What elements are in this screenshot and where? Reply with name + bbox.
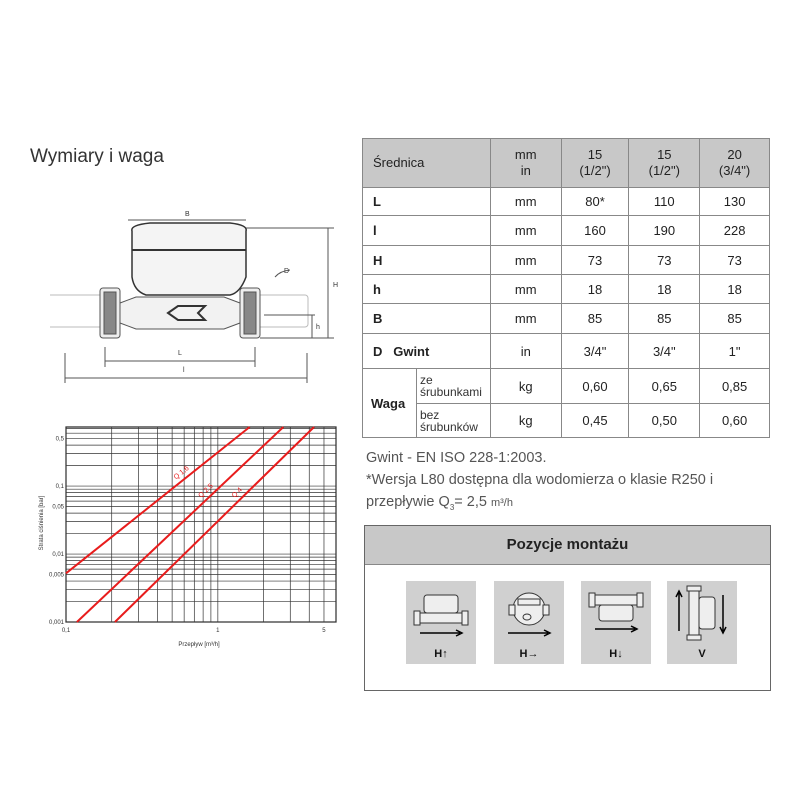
- l80-version-note: *Wersja L80 dostępna dla wodomierza o kl…: [366, 472, 714, 488]
- table-cell: 18: [560, 274, 630, 304]
- table-cell: 3/4": [628, 333, 701, 369]
- svg-text:l: l: [183, 367, 185, 374]
- series-line: [65, 426, 251, 575]
- table-cell: 0,85: [699, 368, 770, 404]
- position-label: H↓: [609, 648, 623, 660]
- table-cell: 85: [560, 303, 630, 334]
- meter-horizontal-up-icon: [413, 594, 469, 637]
- mounting-position-h-up: H↑: [406, 581, 476, 664]
- table-cell: kg: [489, 368, 562, 404]
- table-cell: 3/4": [560, 333, 630, 369]
- row-label: l: [362, 215, 491, 246]
- y-tick-label: 0,05: [52, 505, 64, 511]
- table-cell: 0,60: [699, 403, 770, 438]
- series-line: [114, 426, 315, 623]
- dimension-drawing: B H h D L l: [50, 211, 338, 383]
- header-col-2: 15(1/2"): [628, 138, 701, 188]
- svg-text:h: h: [316, 324, 320, 331]
- mounting-positions-panel: Pozycje montażu H↑ H→ H↓ V: [364, 525, 771, 691]
- y-tick-label: 0,1: [56, 484, 65, 490]
- row-unit: mm: [489, 245, 562, 275]
- table-cell: 110: [628, 187, 701, 216]
- meter-vertical-icon: [675, 585, 727, 641]
- table-cell: 18: [699, 274, 770, 304]
- svg-text:D: D: [284, 268, 289, 275]
- table-cell: 190: [628, 215, 701, 246]
- table-cell: 130: [699, 187, 770, 216]
- chart-ticks: 0,1 1 5 0,5 0,1 0,05 0,01 0,005 0,001: [49, 437, 326, 634]
- table-cell: 1": [699, 333, 770, 369]
- table-cell: 73: [699, 245, 770, 275]
- y-tick-label: 0,001: [49, 620, 65, 626]
- x-tick-label: 1: [216, 628, 220, 634]
- table-cell: 85: [699, 303, 770, 334]
- header-col-3: 20(3/4"): [699, 138, 770, 188]
- table-cell: 0,65: [628, 368, 701, 404]
- row-label: D Gwint: [362, 333, 491, 369]
- mounting-position-h-down: H↓: [581, 581, 651, 664]
- table-cell: kg: [489, 403, 562, 438]
- table-cell: 80*: [560, 187, 630, 216]
- row-label: H: [362, 245, 491, 275]
- y-tick-label: 0,5: [56, 437, 65, 443]
- mounting-position-h-side: H→: [494, 581, 564, 664]
- svg-text:L: L: [178, 350, 182, 357]
- weight-label: Waga: [362, 368, 417, 438]
- table-cell: 85: [628, 303, 701, 334]
- table-cell: 160: [560, 215, 630, 246]
- row-unit: mm: [489, 303, 562, 334]
- row-label: L: [362, 187, 491, 216]
- row-unit: mm: [489, 215, 562, 246]
- position-label: H→: [519, 648, 539, 660]
- x-tick-label: 5: [322, 628, 326, 634]
- thread-standard-note: Gwint - EN ISO 228-1:2003.: [366, 450, 547, 466]
- table-cell: 0,60: [560, 368, 630, 404]
- meter-horizontal-side-icon: [508, 592, 552, 637]
- table-cell: 0,50: [628, 403, 701, 438]
- mounting-title: Pozycje montażu: [365, 526, 770, 565]
- y-tick-label: 0,005: [49, 572, 65, 578]
- row-unit: in: [489, 333, 562, 369]
- chart-grid: [65, 426, 337, 623]
- svg-text:H: H: [333, 282, 338, 289]
- row-unit: mm: [489, 187, 562, 216]
- row-label: B: [362, 303, 491, 334]
- flow-note: przepływie Q3= 2,5 m³/h: [366, 494, 513, 512]
- table-cell: 0,45: [560, 403, 630, 438]
- table-cell: 18: [628, 274, 701, 304]
- position-label: H↑: [434, 648, 448, 660]
- y-tick-label: 0,01: [52, 552, 64, 558]
- header-diameter: Średnica: [362, 138, 491, 188]
- table-cell: 73: [560, 245, 630, 275]
- mounting-position-vertical: V: [667, 581, 737, 664]
- svg-text:B: B: [185, 211, 190, 218]
- y-axis-label: Strata ciśnienia [bar]: [39, 495, 45, 550]
- header-col-1: 15(1/2"): [560, 138, 630, 188]
- row-label: h: [362, 274, 491, 304]
- series-line: [76, 426, 285, 623]
- row-unit: mm: [489, 274, 562, 304]
- section-title: Wymiary i waga: [30, 146, 164, 167]
- x-axis-label: Przepływ [m³/h]: [178, 642, 220, 648]
- notes: Gwint - EN ISO 228-1:2003. *Wersja L80 d…: [366, 447, 713, 519]
- meter-horizontal-down-icon: [588, 592, 644, 633]
- position-label: V: [698, 648, 706, 660]
- table-cell: 73: [628, 245, 701, 275]
- x-tick-label: 0,1: [62, 628, 71, 634]
- table-cell: 228: [699, 215, 770, 246]
